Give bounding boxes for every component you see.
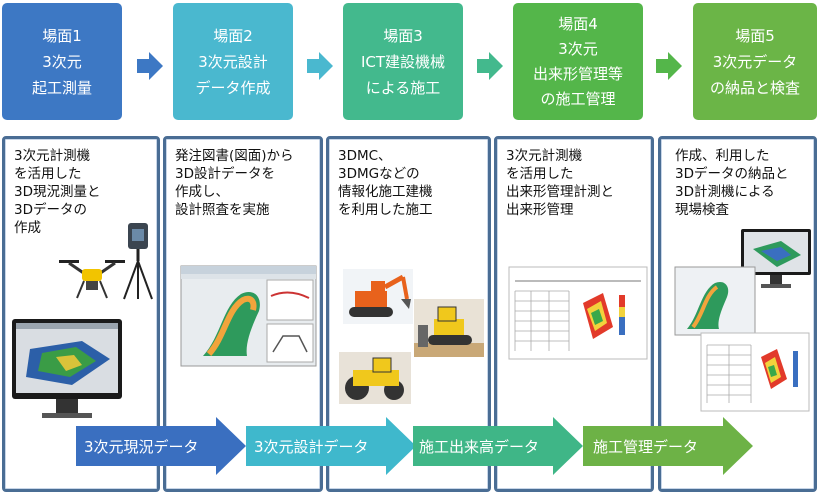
stage-3-line-2: ICT建設機械 — [360, 52, 446, 71]
chevron-right-icon — [656, 52, 682, 80]
flow-arrow-4-label: 施工管理データ — [593, 438, 699, 456]
stage-1-line-2: 3次元 — [42, 52, 82, 71]
stage-3-line-3: による施工 — [365, 78, 441, 97]
card-4-line-1: 3次元計測機 — [506, 148, 583, 164]
stage-1-line-3: 起工測量 — [31, 78, 92, 97]
card-1-line-5: 作成 — [14, 220, 41, 236]
card-5: 作成、利用した 3Dデータの納品と 3D計測機による 現場検査 — [658, 136, 817, 492]
card-4-line-4: 出来形管理 — [506, 202, 574, 218]
flow-arrow-1: 3次元現況データ — [76, 417, 246, 475]
card-5-line-4: 現場検査 — [675, 202, 729, 218]
card-3-text: 3DMC、 3DMGなどの 情報化施工建機 を利用した施工 — [338, 147, 433, 219]
card-3-line-1: 3DMC、 — [338, 148, 392, 164]
card-5-line-1: 作成、利用した — [675, 148, 770, 164]
stage-3: 場面3 ICT建設機械 による施工 — [343, 3, 463, 120]
card-2-line-1: 発注図書(図面)から — [175, 148, 294, 164]
cad-model-icon — [180, 265, 317, 367]
stage-2-line-1: 場面2 — [213, 26, 253, 45]
card-2-line-4: 設計照査を実施 — [175, 202, 270, 218]
chevron-right-icon — [477, 52, 503, 80]
report-sheet-icon — [700, 332, 810, 412]
card-3-line-4: を利用した施工 — [338, 202, 433, 218]
stage-4-line-2: 3次元 — [558, 39, 598, 58]
drone-icon — [59, 260, 125, 299]
monitor-icon — [12, 319, 122, 418]
road-roller-icon — [339, 352, 411, 404]
card-2-line-3: 作成し、 — [175, 184, 229, 200]
stage-4-line-4: の施工管理 — [540, 89, 616, 108]
stage-5-line-2: 3次元データ — [712, 52, 798, 71]
card-1-line-2: を活用した — [14, 166, 82, 182]
chevron-right-icon — [307, 52, 333, 80]
stage-2-line-2: 3次元設計 — [198, 52, 268, 71]
bulldozer-icon — [414, 299, 484, 357]
monitor-icon — [741, 229, 811, 288]
card-1-line-1: 3次元計測機 — [14, 148, 91, 164]
stage-4: 場面4 3次元 出来形管理等 の施工管理 — [513, 3, 643, 120]
excavator-icon — [343, 269, 413, 324]
stage-5-line-1: 場面5 — [735, 26, 775, 45]
card-4-line-3: 出来形管理計測と — [506, 184, 614, 200]
card-5-text: 作成、利用した 3Dデータの納品と 3D計測機による 現場検査 — [675, 147, 788, 219]
card-2-text: 発注図書(図面)から 3D設計データを 作成し、 設計照査を実施 — [175, 147, 294, 219]
stage-5-line-3: の納品と検査 — [709, 78, 800, 97]
flow-arrow-2: 3次元設計データ — [246, 417, 416, 475]
laser-scanner-icon — [123, 223, 153, 300]
card-1-line-3: 3D現況測量と — [14, 184, 101, 200]
stage-1-line-1: 場面1 — [42, 26, 82, 45]
stage-4-line-3: 出来形管理等 — [532, 64, 623, 83]
flow-arrow-1-label: 3次元現況データ — [84, 438, 199, 456]
card-3-line-3: 情報化施工建機 — [338, 184, 433, 200]
stage-2-line-3: データ作成 — [195, 78, 271, 97]
card-4-text: 3次元計測機 を活用した 出来形管理計測と 出来形管理 — [506, 147, 614, 219]
card-5-line-2: 3Dデータの納品と — [675, 166, 789, 182]
chevron-right-icon — [137, 52, 163, 80]
card-1-line-4: 3Dデータの — [14, 202, 87, 218]
inspection-sheet-icon — [508, 266, 648, 360]
flow-arrow-4: 施工管理データ — [583, 417, 753, 475]
stage-2: 場面2 3次元設計 データ作成 — [173, 3, 293, 120]
stage-5: 場面5 3次元データ の納品と検査 — [693, 3, 817, 120]
card-4-line-2: を活用した — [506, 166, 574, 182]
stage-1: 場面1 3次元 起工測量 — [2, 3, 122, 120]
stage-3-line-1: 場面3 — [383, 26, 423, 45]
flow-arrow-3: 施工出来高データ — [413, 417, 583, 475]
cad-model-icon — [674, 266, 756, 336]
card-1: 3次元計測機 を活用した 3D現況測量と 3Dデータの 作成 — [2, 136, 160, 492]
card-2-line-2: 3D設計データを — [175, 166, 275, 182]
card-5-line-3: 3D計測機による — [675, 184, 775, 200]
stage-4-line-1: 場面4 — [558, 14, 598, 33]
card-1-text: 3次元計測機 を活用した 3D現況測量と 3Dデータの 作成 — [14, 147, 100, 237]
flow-arrow-3-label: 施工出来高データ — [419, 438, 540, 456]
card-3-line-2: 3DMGなどの — [338, 166, 420, 182]
flow-arrow-2-label: 3次元設計データ — [254, 438, 369, 456]
